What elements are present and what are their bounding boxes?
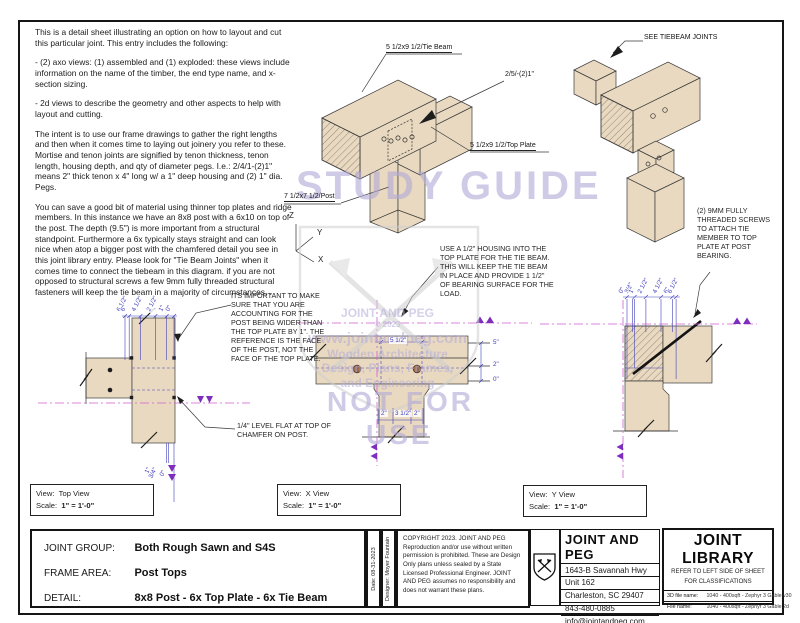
- scale-value: 1" = 1'-0": [554, 501, 588, 511]
- chamfer-note: 1/4" LEVEL FLAT AT TOP OF CHAMFER ON POS…: [237, 421, 332, 440]
- joint-group-row: JOINT GROUP: Both Rough Sawn and S4S: [44, 538, 276, 556]
- intro-text: This is a detail sheet illustrating an o…: [35, 27, 292, 307]
- tie-beam-callout: 5 1/2x9 1/2/Tie Beam: [386, 44, 453, 53]
- detail-row: DETAIL: 8x8 Post - 6x Top Plate - 6x Tie…: [44, 588, 327, 606]
- scale-label: Scale:: [283, 500, 305, 510]
- leader-lines: [174, 40, 711, 430]
- axis-y-label: Y: [317, 228, 323, 237]
- axo-exploded-drawing: [573, 59, 701, 243]
- company-shield-icon: [533, 553, 556, 581]
- joint-group-label: JOINT GROUP:: [44, 543, 115, 554]
- post-wider-note: ITS IMPORTANT TO MAKE SURE THAT YOU ARE …: [231, 291, 325, 364]
- intro-paragraph: This is a detail sheet illustrating an o…: [35, 27, 282, 48]
- date-value: Date: 08-31-2023: [370, 546, 377, 591]
- intro-paragraph: The intent is to use our frame drawings …: [35, 128, 286, 193]
- joint-group-value: Both Rough Sawn and S4S: [134, 542, 276, 554]
- dim-label: 5": [492, 339, 500, 346]
- company-phone: 843-480-0885: [561, 603, 659, 616]
- dim-label: 2": [492, 361, 500, 368]
- post-callout: 7 1/2x7 1/2/Post: [284, 193, 335, 202]
- file-2d-label: File name:: [667, 604, 692, 611]
- designer-value: Designer: Moyer Fountain: [385, 536, 392, 601]
- top-plate-callout: 5 1/2x9 1/2/Top Plate: [470, 142, 536, 151]
- view-label: View:: [529, 490, 548, 499]
- view-label: View:: [36, 489, 55, 498]
- view-label: View:: [283, 489, 302, 498]
- axo-assembled-drawing: [321, 79, 473, 234]
- date-column: Date: 08-31-2023: [366, 529, 381, 608]
- file-2d-value: 1040 - 400sqft - Zephyr 3 Gable 2d: [706, 604, 789, 611]
- logo-block: [530, 529, 560, 606]
- joint-library-ref2: FOR CLASSIFICATIONS: [684, 578, 752, 585]
- file-3d-value: 1040 - 400sqft - Zephyr 3 Gable v30: [706, 593, 792, 600]
- detail-value: 8x8 Post - 6x Top Plate - 6x Tie Beam: [134, 592, 328, 604]
- company-name: JOINT AND PEG: [561, 530, 659, 564]
- scale-label: Scale:: [36, 500, 58, 510]
- joint-library-ref1: REFER TO LEFT SIDE OF SHEET: [671, 569, 765, 575]
- company-address-3: Charleston, SC 29407: [561, 590, 659, 603]
- file-3d-label: 3D file name:: [667, 593, 699, 600]
- company-address-2: Unit 162: [561, 577, 659, 590]
- frame-area-value: Post Tops: [134, 567, 187, 579]
- scale-value: 1" = 1'-0": [61, 500, 95, 510]
- scale-value: 1" = 1'-0": [308, 500, 342, 510]
- sheet-border: [18, 20, 784, 615]
- file-2d-row: File name: 1040 - 400sqft - Zephyr 3 Gab…: [664, 601, 789, 612]
- intro-paragraph: You can save a good bit of material usin…: [35, 201, 292, 298]
- axis-z-label: Z: [289, 211, 294, 220]
- dim-label: 3 1/2": [394, 410, 413, 417]
- company-email: info@jointandpeg.com: [565, 617, 645, 623]
- y-view-drawing: [540, 294, 757, 478]
- top-view-drawing: [38, 307, 250, 502]
- axis-triad-icon: [295, 224, 315, 263]
- joint-library-title: JOINT LIBRARY: [682, 532, 754, 567]
- joint-callout: 2/5/-(2)1": [505, 71, 534, 78]
- scale-label: Scale:: [529, 501, 551, 511]
- housing-note: USE A 1/2" HOUSING INTO THE TOP PLATE FO…: [440, 244, 554, 299]
- see-tiebeam-callout: SEE TIEBEAM JOINTS: [644, 34, 718, 41]
- dim-label: 0": [492, 376, 500, 383]
- dim-label: 2": [380, 410, 388, 417]
- designer-column: Designer: Moyer Fountain: [381, 529, 396, 608]
- dim-label: 2": [413, 410, 421, 417]
- titleblock-main: JOINT GROUP: Both Rough Sawn and S4S FRA…: [30, 529, 366, 608]
- y-view-title-box: View: Y View Scale: 1" = 1'-0": [523, 485, 647, 517]
- copyright-block: COPYRIGHT 2023. JOINT AND PEG Reproducti…: [396, 529, 530, 608]
- file-3d-row: 3D file name: 1040 - 400sqft - Zephyr 3 …: [664, 590, 792, 601]
- dim-label: 5 1/2": [389, 337, 408, 344]
- frame-area-row: FRAME AREA: Post Tops: [44, 563, 187, 581]
- company-address-1: 1643-B Savannah Hwy: [561, 564, 659, 577]
- axis-x-label: X: [318, 255, 324, 264]
- screws-note: (2) 9MM FULLY THREADED SCREWS TO ATTACH …: [697, 206, 771, 261]
- top-view-title-box: View: Top View Scale: 1" = 1'-0": [30, 484, 154, 516]
- joint-library-block: JOINT LIBRARY REFER TO LEFT SIDE OF SHEE…: [662, 528, 792, 610]
- intro-paragraph: - 2d views to describe the geometry and …: [35, 98, 281, 120]
- x-view-drawing: [298, 300, 532, 466]
- intro-paragraph: - (2) axo views: (1) assembled and (1) e…: [35, 57, 290, 89]
- view-name: Top View: [58, 489, 90, 498]
- company-block: JOINT AND PEG 1643-B Savannah Hwy Unit 1…: [560, 529, 660, 623]
- detail-label: DETAIL:: [44, 593, 82, 604]
- view-name: Y View: [551, 490, 576, 499]
- view-name: X View: [305, 489, 330, 498]
- frame-area-label: FRAME AREA:: [44, 568, 112, 579]
- x-view-title-box: View: X View Scale: 1" = 1'-0": [277, 484, 401, 516]
